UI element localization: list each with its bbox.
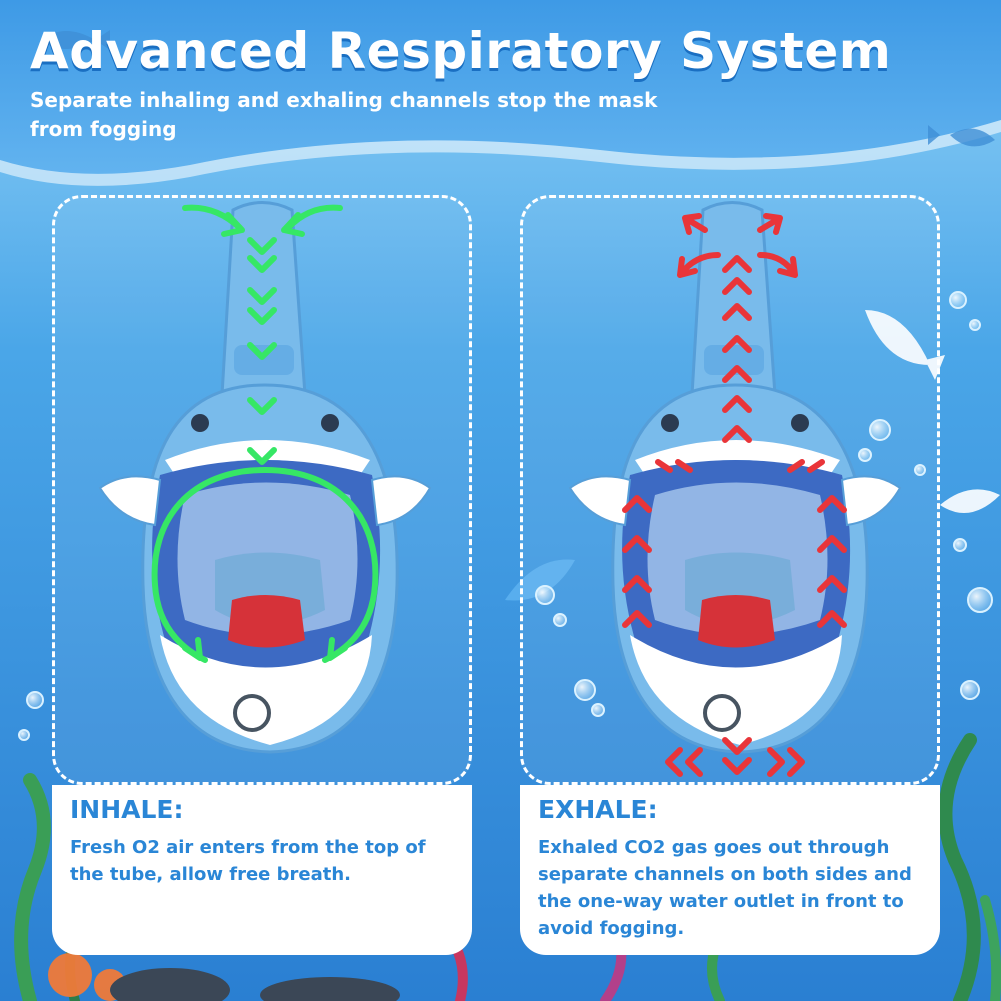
exhale-card: EXHALE: Exhaled CO2 gas goes out through…	[520, 785, 940, 955]
inhale-panel-frame	[52, 195, 472, 785]
inhale-card: INHALE: Fresh O2 air enters from the top…	[52, 785, 472, 955]
inhale-heading: INHALE:	[70, 795, 184, 824]
exhale-arrow-icon	[622, 213, 847, 777]
bubble-icon	[18, 291, 993, 741]
inhale-arrow-icon	[151, 204, 379, 663]
exhale-panel-frame	[520, 195, 940, 785]
fish-icon	[928, 125, 995, 147]
fish-icon	[865, 310, 945, 380]
fish-icon	[940, 489, 1000, 513]
shark-mask-icon	[568, 201, 902, 754]
page-title: Advanced Respiratory System	[30, 22, 892, 80]
exhale-heading: EXHALE:	[538, 795, 658, 824]
inhale-description: Fresh O2 air enters from the top of the …	[70, 837, 426, 885]
page-subtitle: Separate inhaling and exhaling channels …	[30, 88, 658, 141]
exhale-description: Exhaled CO2 gas goes out through separat…	[538, 837, 912, 939]
fish-icon	[40, 30, 110, 50]
